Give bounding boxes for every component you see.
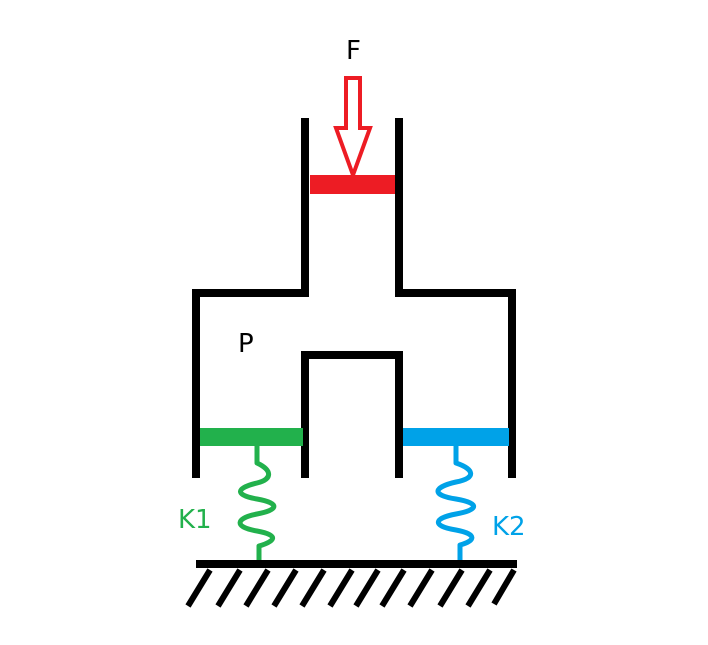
hatch-line <box>437 568 465 608</box>
hatch-line <box>185 568 213 608</box>
hatch-line <box>327 568 355 608</box>
inner-block <box>301 351 403 478</box>
force-label: F <box>346 36 361 66</box>
ground-hatching <box>185 568 517 608</box>
force-arrow <box>333 76 373 181</box>
hatch-line <box>243 568 271 608</box>
left-spring <box>237 443 277 566</box>
cylinder-right-wall <box>395 118 516 478</box>
pressure-label: P <box>238 329 254 359</box>
hatch-line <box>353 568 381 608</box>
hatch-line <box>215 568 243 608</box>
hatch-line <box>299 568 327 608</box>
hatch-line <box>379 568 407 608</box>
right-spring <box>435 443 477 566</box>
hatch-line <box>491 568 517 606</box>
right-piston <box>403 428 509 446</box>
spring1-label: K1 <box>178 505 212 535</box>
cylinder-left-wall <box>192 118 309 478</box>
hatch-line <box>465 568 493 608</box>
top-piston <box>310 175 395 194</box>
left-piston <box>200 428 303 446</box>
hatch-line <box>271 568 299 608</box>
hatch-line <box>407 568 435 608</box>
spring2-label: K2 <box>492 512 526 542</box>
